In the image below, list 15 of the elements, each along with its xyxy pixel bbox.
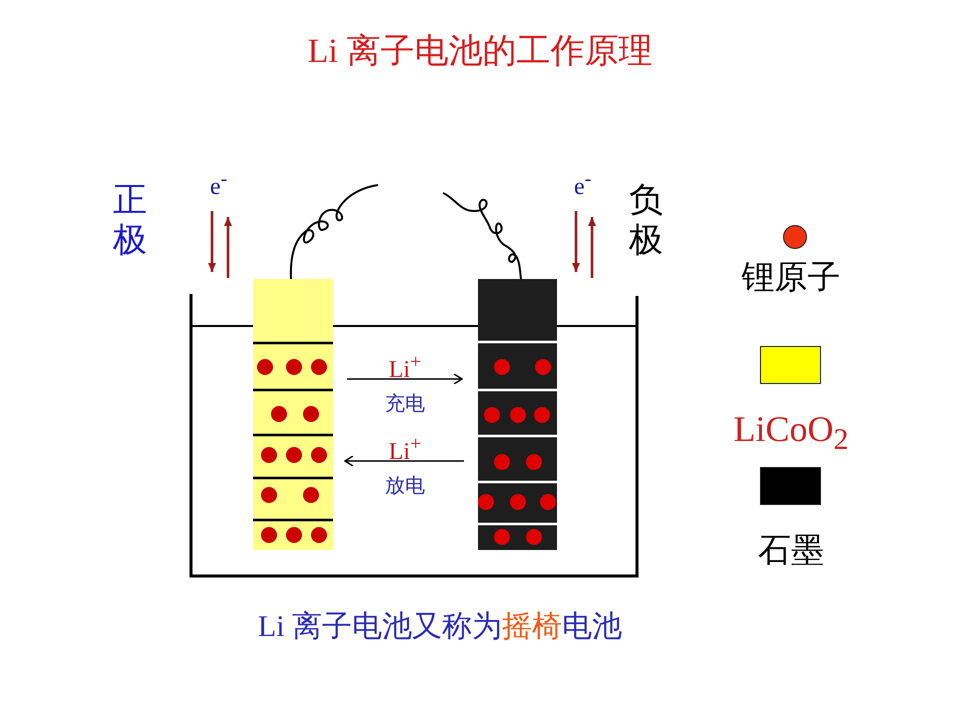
edge-label: Li$^{+}$ 放电 [384,432,426,499]
electrode-label: 正极 [112,180,148,260]
title: Li 离子电池的工作原理 [306,32,654,72]
legend-label: LiCoO$_{2}$ [732,408,850,458]
edge-label: Li$^{+}$ 充电 [384,350,426,417]
legend-label: 石墨 [757,529,825,571]
electrode-bar [478,279,557,550]
electrode-bar [253,279,333,550]
caption: Li 离子电池又称为摇椅电池 [256,609,624,645]
legend-label: 锂原子 [740,256,842,298]
charge-label: e$^{-}$ [574,168,592,201]
arrow [344,455,464,467]
charge-label: e$^{-}$ [210,168,228,201]
electrode-label: 负极 [628,180,664,260]
arrow [347,373,463,385]
